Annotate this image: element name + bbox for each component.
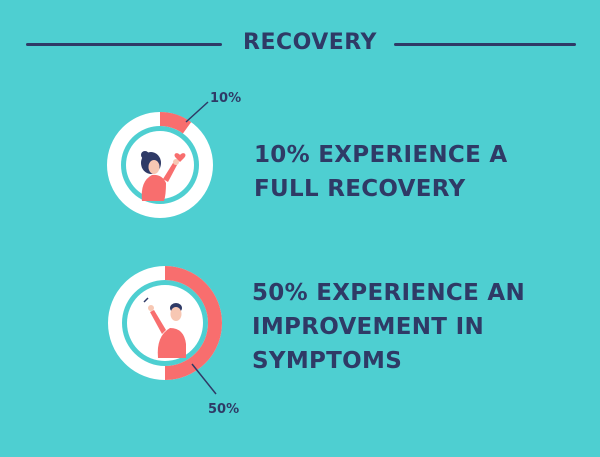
stat-2-donut-chart	[108, 266, 222, 380]
header: RECOVERY	[0, 0, 600, 80]
stat-1-leader-line	[185, 101, 209, 123]
stat-2-text-line-2: IMPROVEMENT IN	[252, 314, 485, 340]
stat-1-text-line-1: 10% EXPERIENCE A	[254, 142, 508, 168]
stat-2-text: 50% EXPERIENCE AN IMPROVEMENT IN SYMPTOM…	[252, 276, 525, 378]
stat-2-percent-label: 50%	[208, 402, 240, 417]
stat-2-progress-arc	[164, 266, 222, 380]
woman-with-heart-icon	[141, 151, 186, 201]
stat-2-text-line-1: 50% EXPERIENCE AN	[252, 280, 526, 306]
stat-1-text-line-2: FULL RECOVERY	[254, 176, 466, 202]
man-waving-icon	[143, 297, 186, 358]
page-title: RECOVERY	[243, 30, 377, 55]
header-rule-left	[26, 43, 222, 46]
stat-1-donut-chart	[107, 112, 213, 218]
stat-1-progress-arc	[159, 112, 192, 134]
header-rule-right	[394, 43, 576, 46]
stat-1-percent-label: 10%	[210, 91, 242, 106]
stat-2-leader-line	[191, 363, 217, 395]
stat-2-text-line-3: SYMPTOMS	[252, 348, 403, 374]
stat-1-text: 10% EXPERIENCE A FULL RECOVERY	[254, 138, 508, 206]
